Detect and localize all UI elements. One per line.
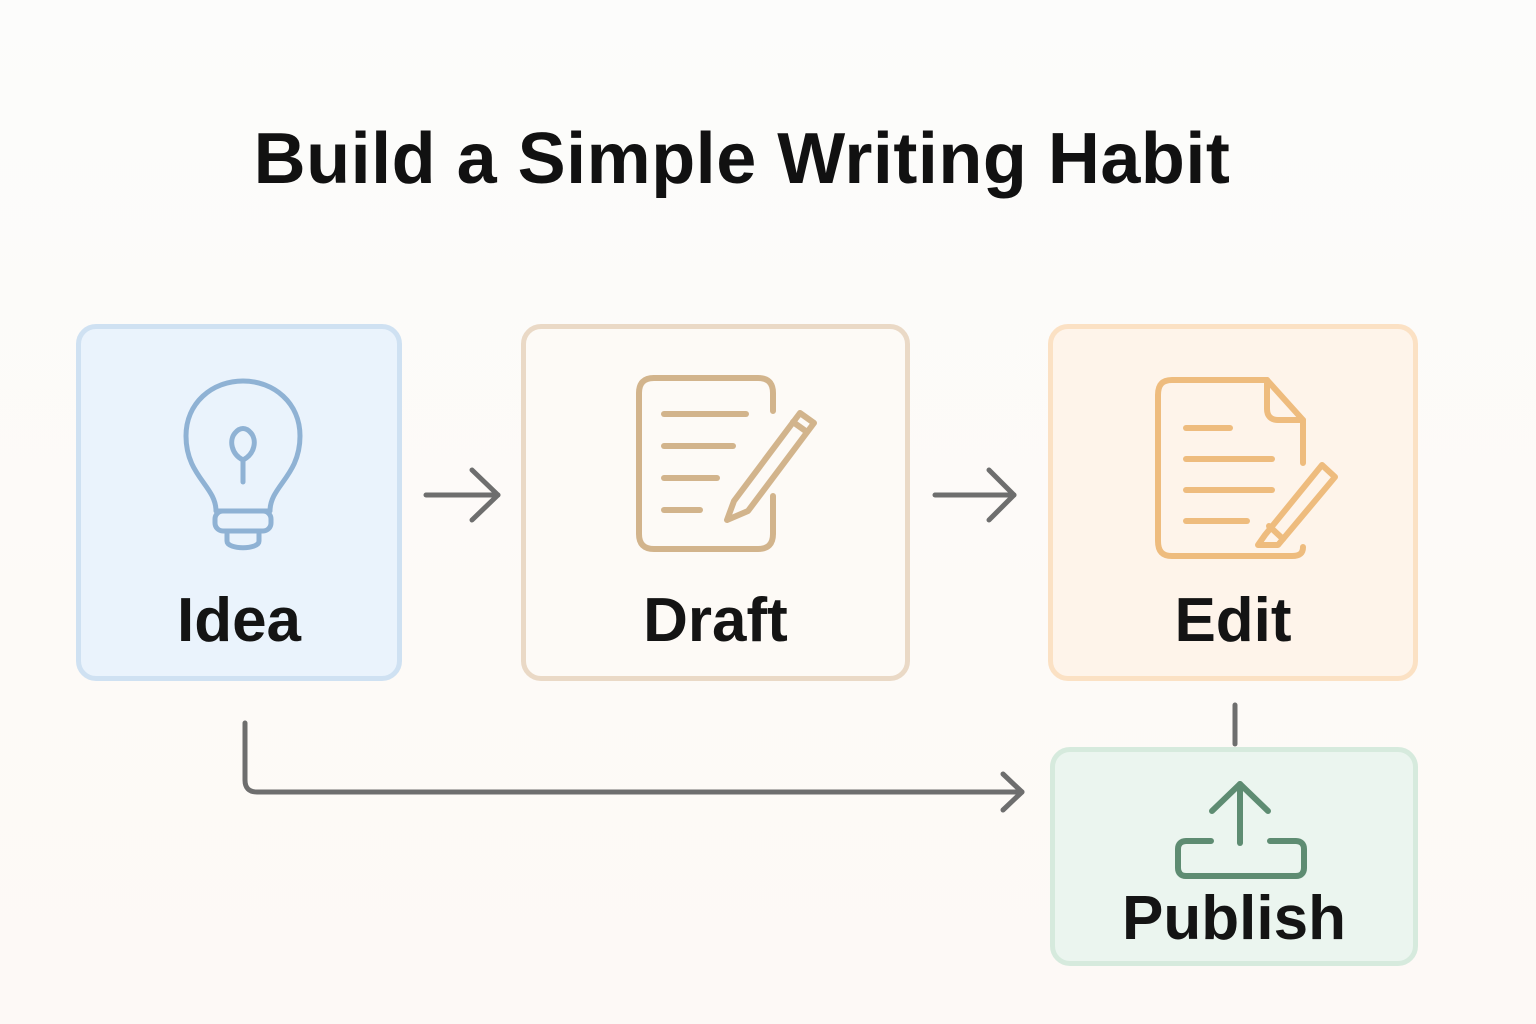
step-label-idea: Idea [176, 586, 302, 655]
page-title: Build a Simple Writing Habit [253, 119, 1231, 199]
arrow-idea-to-draft [423, 467, 501, 523]
arrow-idea-to-publish [242, 720, 1025, 813]
step-card-publish[interactable]: Publish [1050, 747, 1418, 966]
step-label-publish: Publish [1122, 884, 1346, 953]
step-card-draft[interactable]: Draft [521, 324, 910, 681]
upload-icon [1175, 781, 1307, 879]
step-card-idea[interactable]: Idea [76, 324, 402, 681]
arrow-draft-to-edit [932, 467, 1017, 523]
step-label-edit: Edit [1174, 586, 1292, 655]
lightbulb-icon [183, 378, 303, 551]
step-label-draft: Draft [643, 586, 788, 655]
document-pencil-icon [636, 375, 817, 552]
document-edit-icon [1155, 377, 1338, 559]
step-card-edit[interactable]: Edit [1048, 324, 1418, 681]
